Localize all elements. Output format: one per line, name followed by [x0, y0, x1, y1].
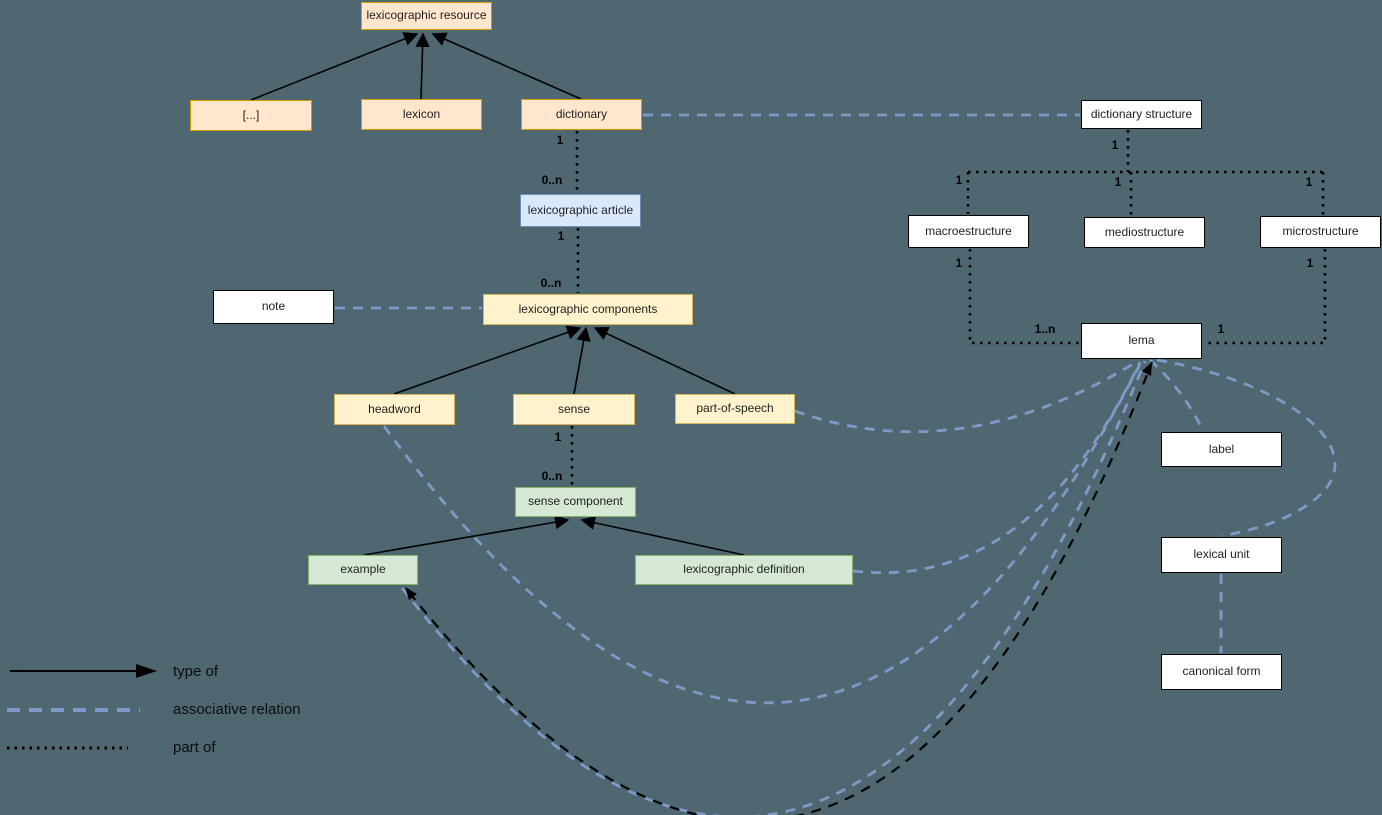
- mult-mediostructure-branch: 1: [1114, 175, 1122, 189]
- node-lexicographic-article: lexicographic article: [520, 194, 641, 227]
- edge-lema-to-label: [1149, 358, 1205, 432]
- arrowhead-at-example: [405, 587, 417, 600]
- mult-components-top: 0..n: [540, 276, 562, 290]
- edge-example-to-sense-component: [363, 515, 570, 556]
- node-canonical-form: canonical form: [1161, 654, 1282, 690]
- node-lexicographic-resource: lexicographic resource: [361, 2, 492, 30]
- mult-macroestructure-bottom: 1: [955, 256, 963, 270]
- edge-sense-to-components: [573, 326, 591, 395]
- mult-microstructure-branch: 1: [1305, 175, 1313, 189]
- edge-macroestructure-to-lema: [968, 249, 1080, 345]
- node-microstructure: microstructure: [1260, 216, 1381, 248]
- node-lema: lema: [1081, 323, 1202, 359]
- node-lexicographic-definition: lexicographic definition: [635, 555, 853, 585]
- edge-example-to-lema: [400, 360, 1147, 815]
- node-sense-component: sense component: [515, 487, 636, 517]
- mult-dictionary-bottom: 1: [556, 133, 564, 147]
- legend-label-typeof: type of: [173, 663, 219, 680]
- node-lexical-unit: lexical unit: [1161, 537, 1282, 573]
- node-headword: headword: [334, 394, 455, 425]
- edge-lexdef-to-sense-component: [580, 515, 745, 556]
- node-example: example: [308, 555, 418, 585]
- node-lexicographic-components: lexicographic components: [483, 294, 693, 325]
- edge-pos-to-components: [593, 327, 736, 395]
- mult-article-bottom: 1: [557, 229, 565, 243]
- edge-pos-to-lema: [794, 359, 1139, 434]
- mult-lema-right: 1: [1217, 322, 1225, 336]
- node-macroestructure: macroestructure: [908, 215, 1029, 248]
- edge-headword-to-lema: [382, 361, 1143, 705]
- legend-typeof-arrowhead: [136, 664, 157, 678]
- mult-sense-bottom: 1: [554, 430, 562, 444]
- edge-lexicon-to-resource: [415, 32, 430, 100]
- edge-lexdef-to-lema: [852, 361, 1142, 575]
- mult-article-top: 0..n: [541, 173, 563, 187]
- mult-sense-component-top: 0..n: [541, 469, 563, 483]
- legend-label-partof: part of: [173, 739, 216, 756]
- node-ellipsis: [...]: [190, 100, 312, 131]
- edge-ellipsis-to-resource: [250, 32, 419, 101]
- node-label: label: [1161, 432, 1282, 467]
- node-part-of-speech: part-of-speech: [675, 394, 795, 424]
- mult-lema-left: 1..n: [1034, 322, 1056, 336]
- edge-dictionary-to-resource: [431, 32, 582, 100]
- mult-dictstructure-bottom: 1: [1111, 138, 1119, 152]
- mult-microstructure-bottom: 1: [1306, 256, 1314, 270]
- node-note: note: [213, 290, 334, 324]
- arrowhead-at-lema: [1142, 362, 1152, 376]
- node-lexicon: lexicon: [361, 99, 482, 130]
- edge-example-to-lema-black: [408, 361, 1154, 815]
- legend-key-lines: [7, 664, 157, 750]
- node-mediostructure: mediostructure: [1084, 217, 1205, 248]
- node-sense: sense: [513, 394, 635, 425]
- edge-lema-to-lexicalunit: [1156, 358, 1337, 538]
- mult-macroestructure-branch: 1: [955, 173, 963, 187]
- legend-label-associative: associative relation: [173, 701, 301, 718]
- node-dictionary: dictionary: [521, 99, 642, 130]
- node-dictionary-structure: dictionary structure: [1081, 100, 1202, 129]
- edge-headword-to-components: [393, 325, 582, 395]
